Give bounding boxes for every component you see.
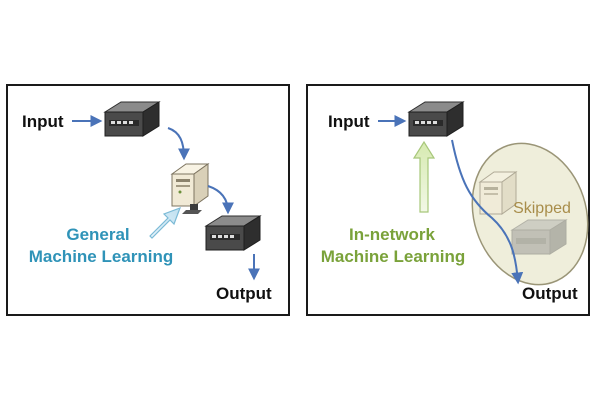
switch-to-server-arrow — [167, 127, 190, 161]
server-icon — [478, 171, 518, 215]
network-switch-icon — [103, 101, 161, 137]
network-switch-icon — [407, 101, 465, 137]
server-icon — [170, 163, 210, 214]
server-to-switch-arrow — [207, 185, 234, 215]
right-caption-line1: In-network — [349, 225, 435, 244]
left-caption-line1: General — [66, 225, 129, 244]
in-network-arrow — [412, 140, 436, 213]
left-output-label: Output — [216, 284, 272, 303]
skipped-label: Skipped — [513, 200, 571, 217]
left-input-label: Input — [22, 112, 64, 131]
left-caption-line2: Machine Learning — [29, 247, 174, 266]
bypass-arrow — [451, 139, 524, 285]
network-switch-icon — [510, 219, 568, 255]
ml-offload-arrow — [149, 206, 182, 239]
right-caption-line2: Machine Learning — [321, 247, 466, 266]
right-output-label: Output — [522, 284, 578, 303]
network-switch-icon — [204, 215, 262, 251]
right-input-label: Input — [328, 112, 370, 131]
